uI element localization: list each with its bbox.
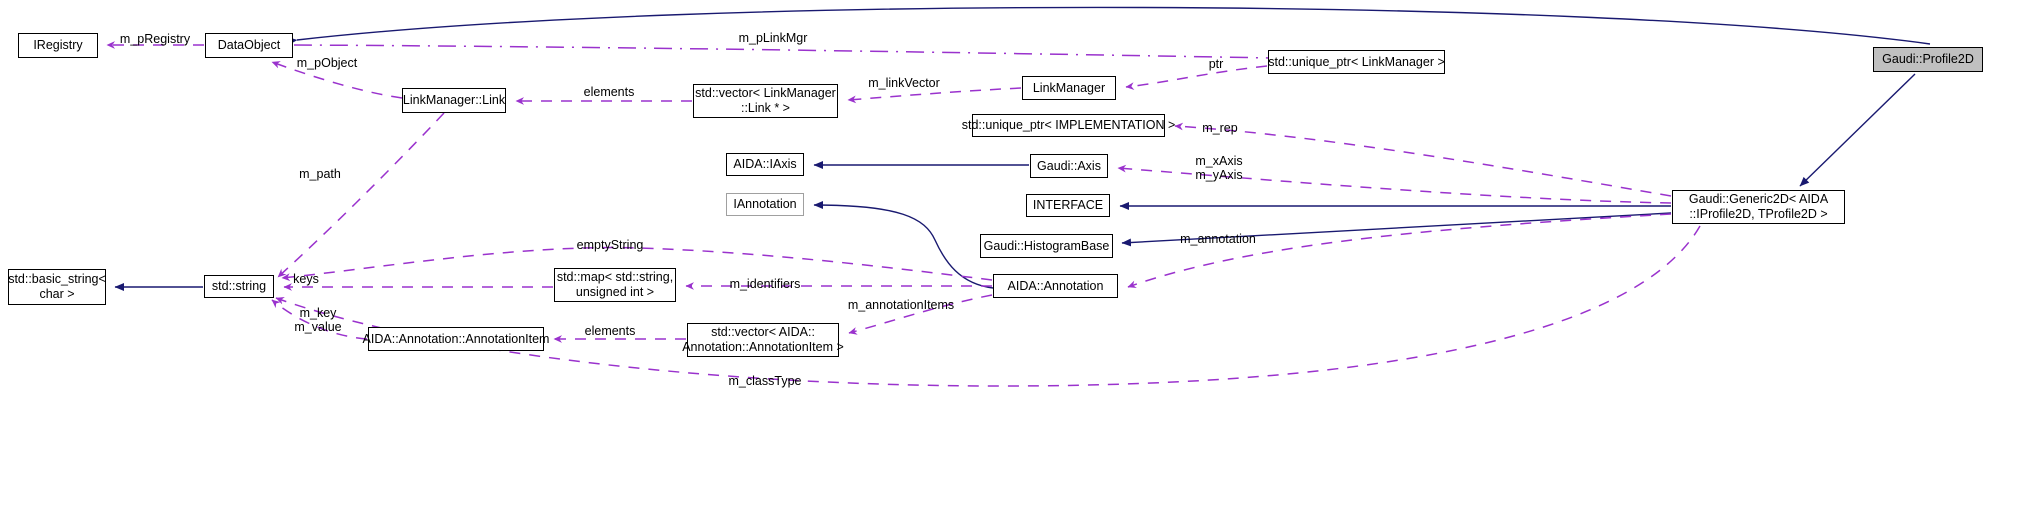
node-aida-iaxis[interactable]: AIDA::IAxis <box>726 153 804 176</box>
node-std-basic-string[interactable]: std::basic_string< char > <box>8 269 106 305</box>
edge-label-m_xAxis-m_yAxis: m_xAxis m_yAxis <box>1195 154 1243 182</box>
edge-label-m_identifiers: m_identifiers <box>729 277 801 291</box>
edge-label-keys: keys <box>293 272 319 286</box>
node-label: std::unique_ptr< IMPLEMENTATION > <box>961 118 1176 132</box>
node-label: std::string <box>211 279 267 293</box>
edge-label-m_pRegistry: m_pRegistry <box>119 32 191 46</box>
edge-label-m_rep: m_rep <box>1202 121 1238 135</box>
edge-inherit-dataobject-profile2d <box>287 6 1931 45</box>
node-aida-annotation-item[interactable]: AIDA::Annotation::AnnotationItem <box>363 327 549 351</box>
node-label: IAnnotation <box>733 197 797 211</box>
edge-inherit-generic2d-profile2d <box>1799 73 1916 187</box>
edge-label-elements-anno: elements <box>584 324 636 338</box>
edge-usage-ptr <box>1125 65 1268 90</box>
edge-usage-m_annotation <box>1127 213 1672 288</box>
node-label: std::vector< AIDA:: Annotation::Annotati… <box>682 325 844 354</box>
node-unique-ptr-implementation[interactable]: std::unique_ptr< IMPLEMENTATION > <box>962 114 1175 137</box>
node-interface[interactable]: INTERFACE <box>1026 194 1110 217</box>
node-label: Gaudi::Generic2D< AIDA ::IProfile2D, TPr… <box>1688 192 1829 221</box>
edge-label-m_linkVector: m_linkVector <box>868 76 940 90</box>
node-gaudi-histogrambase[interactable]: Gaudi::HistogramBase <box>980 234 1113 258</box>
edge-label-m_annotationItems: m_annotationItems <box>847 298 955 312</box>
edge-label-ptr: ptr <box>1208 57 1224 71</box>
node-label: INTERFACE <box>1032 198 1104 212</box>
edge-usage-m_path <box>277 112 445 278</box>
node-label: LinkManager::Link <box>402 93 506 107</box>
edge-label-m_classType: m_classType <box>728 374 802 388</box>
node-std-map-string-uint[interactable]: std::map< std::string, unsigned int > <box>554 268 676 302</box>
node-unique-ptr-linkmanager[interactable]: std::unique_ptr< LinkManager > <box>1268 50 1445 74</box>
node-label: std::map< std::string, unsigned int > <box>556 270 674 299</box>
node-label: Gaudi::Profile2D <box>1882 52 1974 66</box>
edge-label-emptyString: emptyString <box>576 238 644 252</box>
edge-label-elements-link: elements <box>583 85 635 99</box>
node-label: AIDA::Annotation <box>1007 278 1104 293</box>
edge-inherit-iannotation-annotation <box>813 201 994 289</box>
edge-usage-m_rep <box>1174 122 1672 197</box>
edge-label-m_annotation: m_annotation <box>1180 232 1256 246</box>
node-label: Gaudi::HistogramBase <box>983 238 1110 253</box>
node-label: Gaudi::Axis <box>1037 158 1101 173</box>
node-label: std::unique_ptr< LinkManager > <box>1268 54 1445 69</box>
node-std-string[interactable]: std::string <box>204 275 274 298</box>
node-gaudi-profile2d[interactable]: Gaudi::Profile2D <box>1873 47 1983 72</box>
node-iannotation[interactable]: IAnnotation <box>726 193 804 216</box>
node-vector-annotation-item[interactable]: std::vector< AIDA:: Annotation::Annotati… <box>682 323 844 357</box>
edge-label-m_key-m_value: m_key m_value <box>294 306 342 334</box>
node-label: std::basic_string< char > <box>8 272 106 301</box>
node-label: std::vector< LinkManager ::Link * > <box>695 86 836 115</box>
node-label: AIDA::IAxis <box>733 157 797 171</box>
edge-label-m_pObject: m_pObject <box>296 56 358 70</box>
node-gaudi-generic2d[interactable]: Gaudi::Generic2D< AIDA ::IProfile2D, TPr… <box>1672 190 1845 224</box>
node-label: LinkManager <box>1032 80 1106 95</box>
node-vector-linkmanager-link-ptr[interactable]: std::vector< LinkManager ::Link * > <box>693 84 838 118</box>
node-linkmanager-link[interactable]: LinkManager::Link <box>402 88 506 113</box>
node-aida-annotation[interactable]: AIDA::Annotation <box>993 274 1118 298</box>
edge-label-m_pLinkMgr: m_pLinkMgr <box>738 31 808 45</box>
edge-label-m_path: m_path <box>299 167 341 181</box>
node-label: DataObject <box>217 38 281 52</box>
node-label: AIDA::Annotation::AnnotationItem <box>362 331 550 346</box>
node-gaudi-axis[interactable]: Gaudi::Axis <box>1030 154 1108 178</box>
node-dataobject[interactable]: DataObject <box>205 33 293 58</box>
node-linkmanager[interactable]: LinkManager <box>1022 76 1116 100</box>
node-iregistry[interactable]: IRegistry <box>18 33 98 58</box>
node-label: IRegistry <box>33 38 83 52</box>
